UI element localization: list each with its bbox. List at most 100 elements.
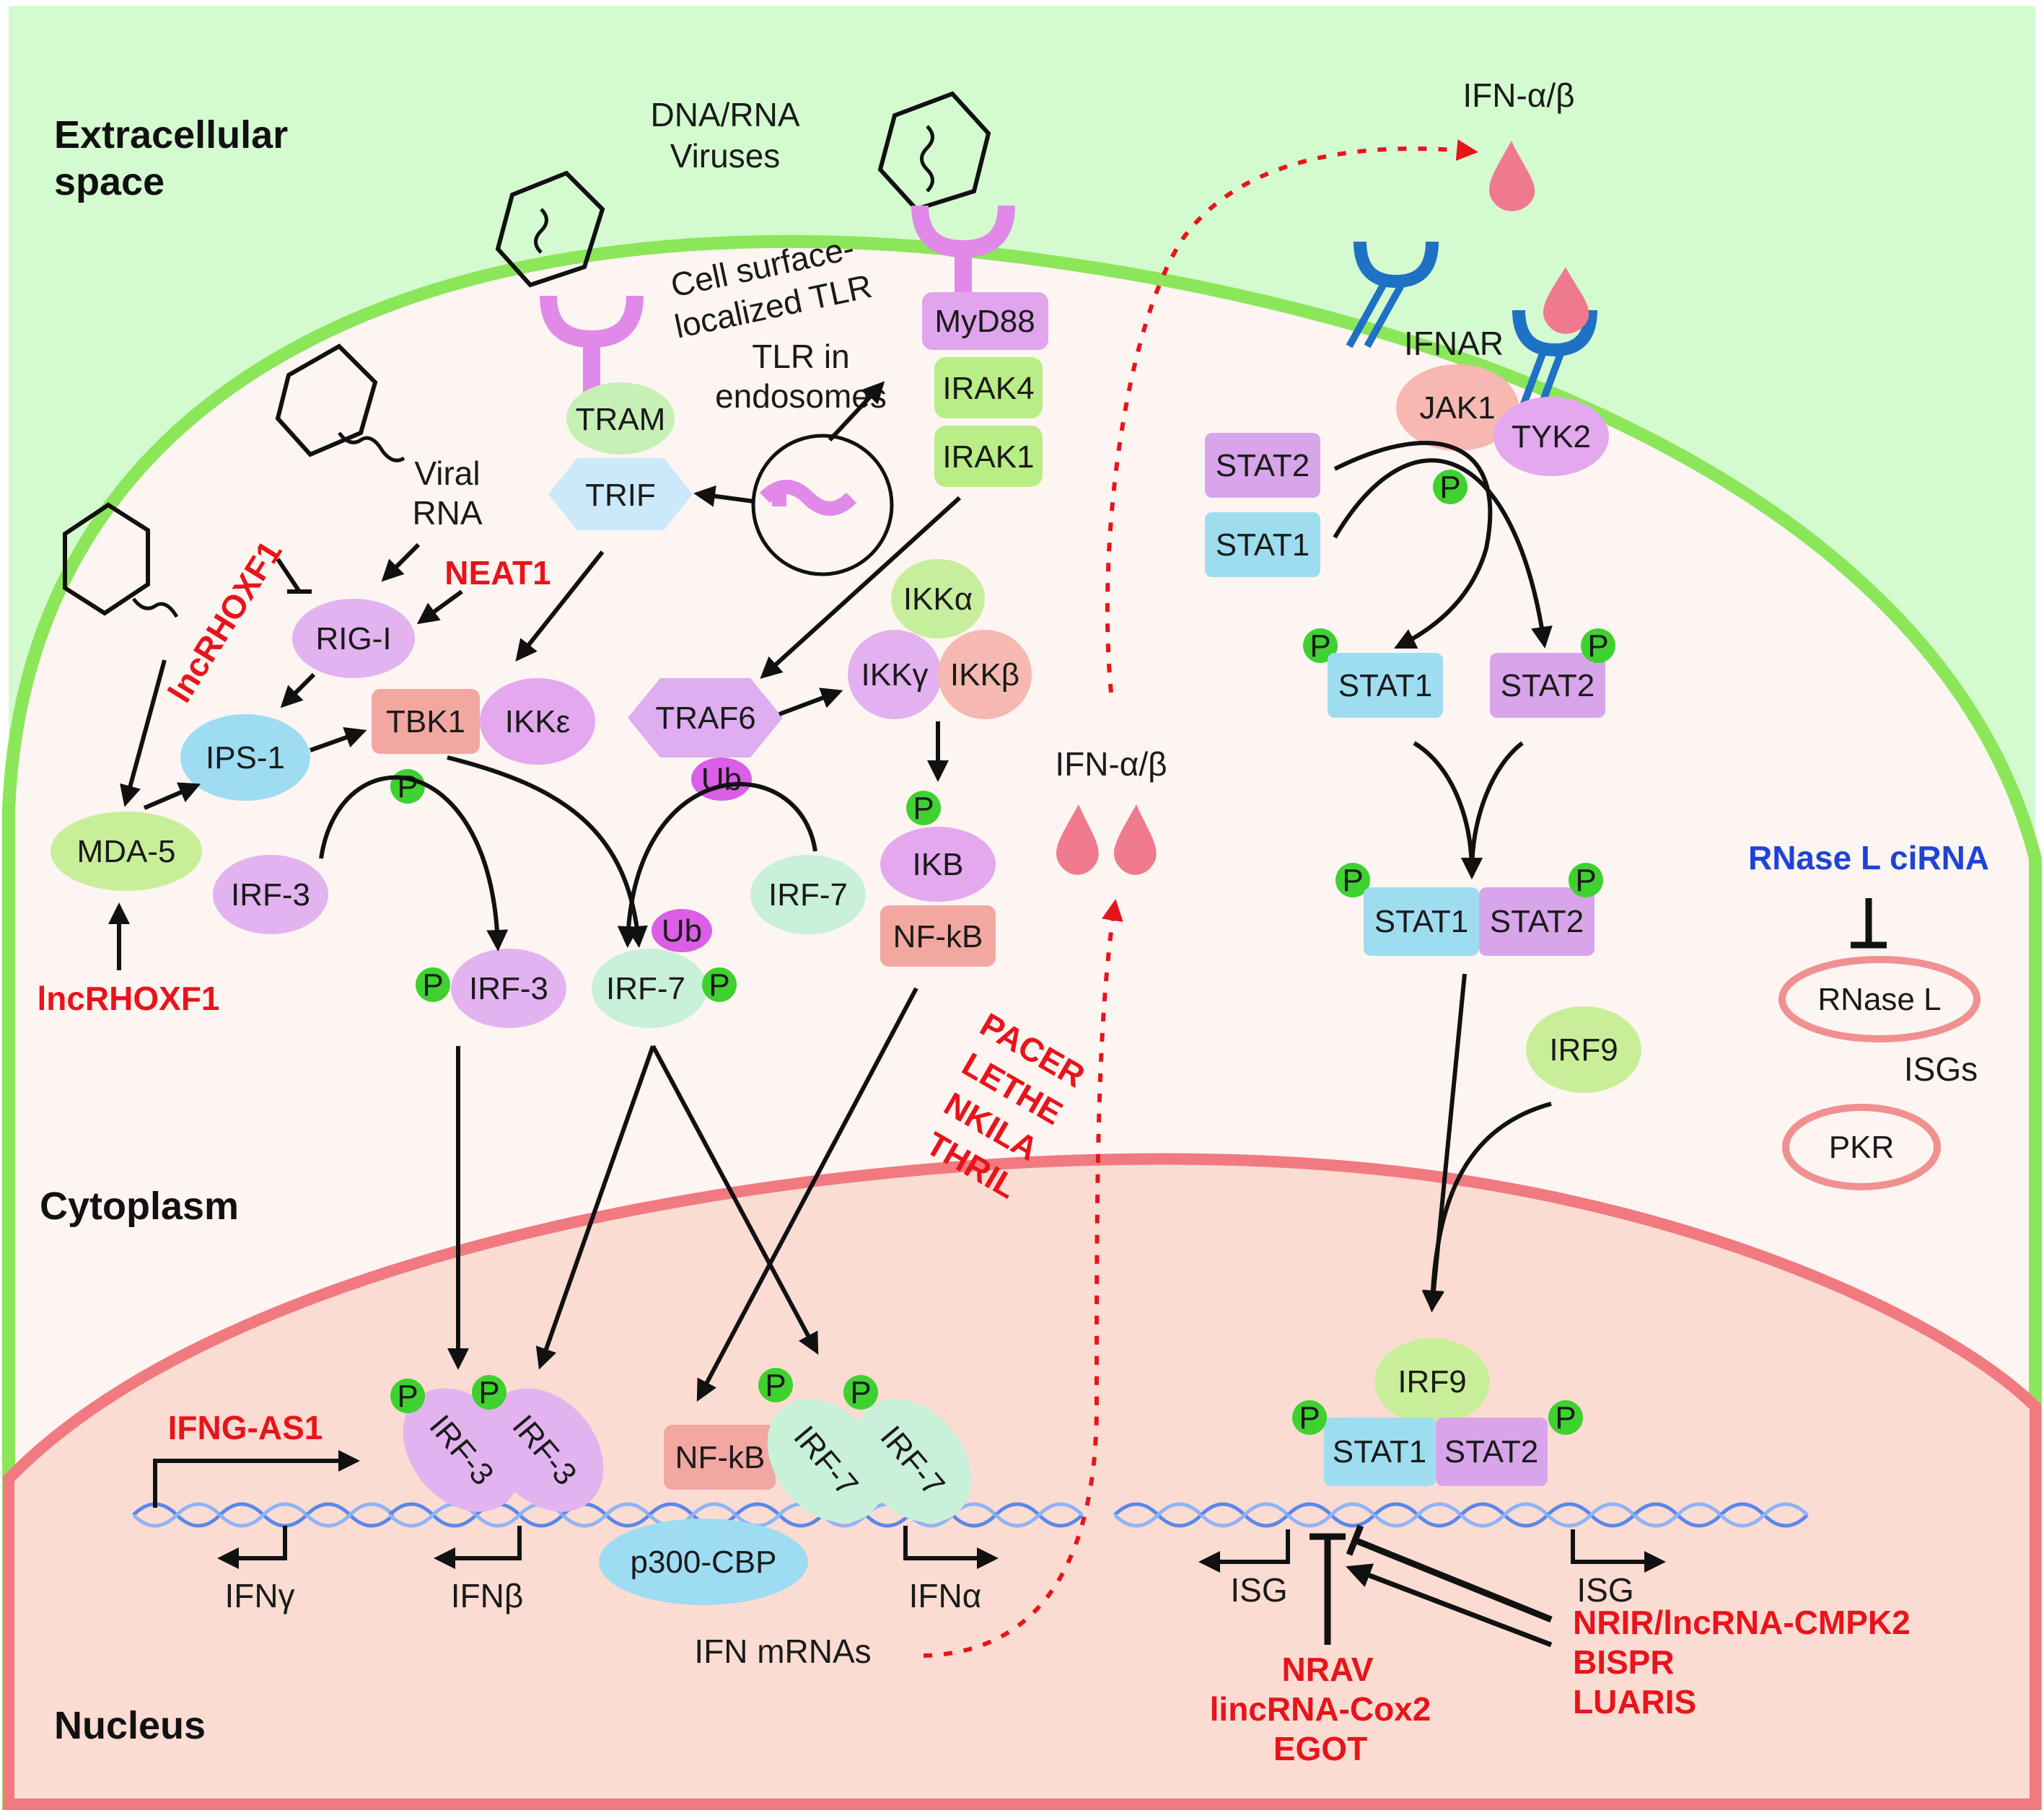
- region-extracellular-line1: Extracellular: [54, 113, 288, 157]
- inhibition-line: [1346, 1524, 1553, 1623]
- stat2-phospho-box: [1490, 653, 1605, 718]
- ikb-node: [880, 827, 996, 902]
- tbk1-label: TBK1: [386, 704, 465, 739]
- nfkb-nuclear-label: NF-kB: [675, 1440, 766, 1475]
- myd88-box: [922, 292, 1048, 350]
- phospho-label: P: [1299, 1400, 1320, 1436]
- arrow: [381, 542, 421, 582]
- arrow: [153, 1450, 360, 1508]
- phospho-badge: [1433, 470, 1468, 504]
- viral-rna-label-1: Viral: [414, 454, 480, 492]
- phospho-label: P: [850, 1375, 871, 1410]
- tbk1-box: [372, 689, 480, 754]
- nucleus: [2, 1153, 2041, 1810]
- nfkb-label: NF-kB: [893, 919, 983, 954]
- stat2-phospho-label: STAT2: [1501, 668, 1595, 703]
- ifn-mrnas-label: IFN mRNAs: [694, 1633, 871, 1670]
- phospho-label: P: [1342, 863, 1363, 898]
- p300-cbp-label: p300-CBP: [630, 1545, 776, 1580]
- ifn-drop-icon: [1056, 804, 1099, 875]
- irf3-nuclear-node: [486, 1388, 604, 1512]
- trif-node: [548, 458, 693, 530]
- ifn-ab-mid-label: IFN-α/β: [1055, 745, 1167, 783]
- stat1-box: [1205, 512, 1320, 577]
- region-extracellular-line2: space: [54, 160, 165, 203]
- phospho-badge: [843, 1375, 878, 1410]
- phospho-badge: [416, 967, 450, 1002]
- irf9-nuclear-label: IRF9: [1398, 1364, 1466, 1400]
- nfkb-nuclear-box: [664, 1425, 776, 1490]
- irak4-box: [934, 357, 1043, 418]
- phospho-badge: [1548, 1400, 1583, 1435]
- arrow: [1198, 1529, 1290, 1573]
- phospho-badge: [906, 791, 941, 825]
- irf9-nuclear-node: [1374, 1338, 1490, 1425]
- irf7-node: [750, 855, 866, 934]
- phospho-label: P: [765, 1368, 786, 1403]
- arrow: [515, 550, 605, 662]
- virus-icon: [275, 343, 405, 462]
- arrow: [416, 589, 463, 625]
- arrow: [309, 726, 367, 752]
- irf3-node: [213, 855, 328, 934]
- mda5-label: MDA-5: [77, 834, 176, 869]
- irf7-phospho-label: IRF-7: [606, 971, 685, 1006]
- irf3-label: IRF-3: [231, 877, 310, 913]
- phospho-label: P: [1555, 1400, 1576, 1436]
- irak1-box: [934, 426, 1043, 487]
- virus-icon: [63, 502, 179, 618]
- stat1-dimer-box: [1364, 887, 1479, 956]
- nrav-label: NRAV: [1282, 1651, 1374, 1688]
- ifnar-label: IFNAR: [1404, 325, 1504, 362]
- stat2-nuclear-box: [1436, 1418, 1548, 1486]
- inhibition-line: [276, 558, 312, 594]
- jak1-label: JAK1: [1419, 390, 1495, 426]
- arrow: [120, 659, 167, 807]
- phospho-label: P: [397, 1379, 418, 1414]
- stat1-nuclear-box: [1324, 1418, 1436, 1486]
- ub-badge: [652, 909, 712, 952]
- isg-left-label: ISG: [1230, 1571, 1287, 1609]
- irak1-label: IRAK1: [942, 439, 1034, 475]
- rigi-label: RIG-I: [315, 621, 391, 656]
- ifng-gene-label: IFNγ: [224, 1577, 294, 1614]
- ikkb-node: [938, 630, 1032, 719]
- tlr-endosome-label-1: TLR in: [752, 338, 849, 375]
- arrow: [1421, 1102, 1552, 1312]
- ifn-drop-icon: [1114, 804, 1157, 875]
- ifng-as1-label: IFNG-AS1: [168, 1409, 323, 1446]
- pkr-node: [1782, 1104, 1941, 1190]
- arrow: [143, 782, 201, 810]
- phospho-badge: [702, 967, 737, 1002]
- arrow: [828, 381, 885, 442]
- stat2-dimer-box: [1479, 887, 1595, 956]
- luaris-label: LUARIS: [1573, 1683, 1696, 1721]
- ifn-ab-top-label: IFN-α/β: [1462, 76, 1574, 114]
- ikb-label: IKB: [913, 847, 964, 882]
- nfkb-box: [880, 905, 996, 967]
- phospho-badge: [1581, 628, 1615, 663]
- arrow: [1333, 458, 1553, 649]
- ikka-node: [891, 559, 985, 638]
- ikka-label: IKKα: [903, 581, 973, 617]
- ips1-label: IPS-1: [206, 740, 285, 776]
- ifnb-gene-label: IFNβ: [451, 1577, 524, 1614]
- phospho-badge: [1569, 863, 1603, 897]
- arrow: [617, 781, 817, 948]
- arrow: [651, 1045, 819, 1355]
- ikkg-node: [848, 630, 942, 719]
- irak4-label: IRAK4: [942, 371, 1034, 406]
- rnasel-label: RNase L: [1817, 982, 1941, 1017]
- irf7-phospho-node: [592, 949, 707, 1028]
- arrow: [696, 987, 918, 1402]
- arrow: [319, 775, 509, 952]
- phospho-badge: [1335, 863, 1370, 897]
- phospho-label: P: [1575, 863, 1596, 898]
- virus-icon: [495, 170, 605, 288]
- phospho-badge: [1303, 628, 1338, 663]
- arrow: [217, 1526, 287, 1569]
- phospho-label: P: [1439, 470, 1460, 505]
- isgs-label: ISGs: [1904, 1050, 1978, 1088]
- irf7-nuclear-node: [767, 1399, 885, 1523]
- phospho-badge: [758, 1368, 793, 1402]
